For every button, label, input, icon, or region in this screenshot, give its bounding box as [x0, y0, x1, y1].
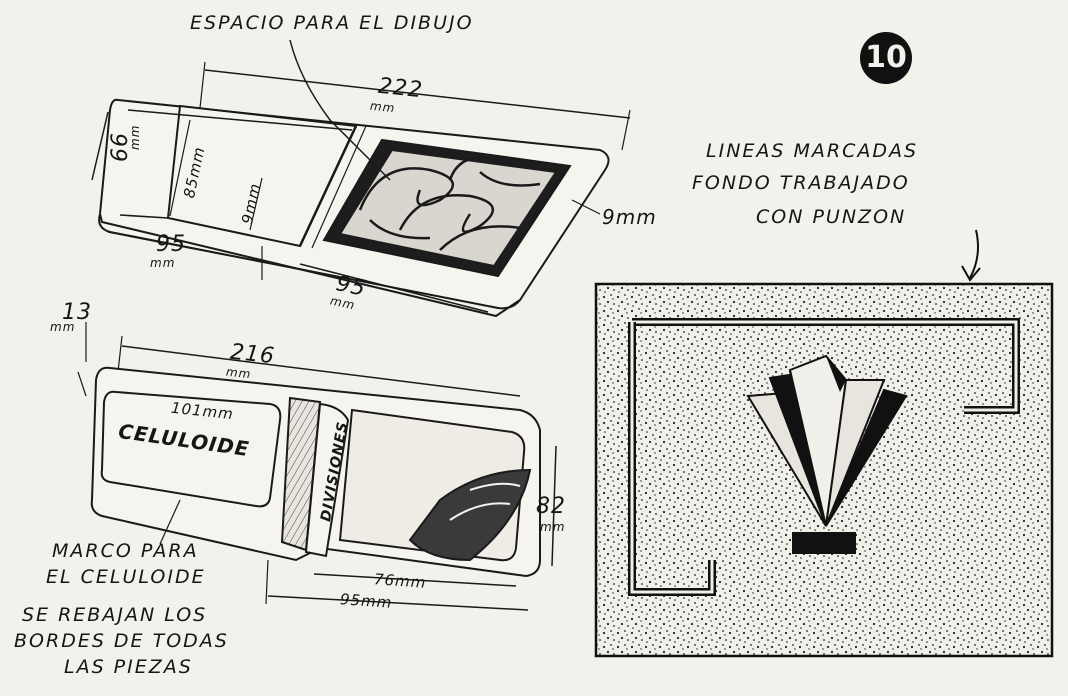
dim-82: 82 — [536, 494, 566, 519]
dim-222-unit: mm — [369, 98, 397, 116]
dim-66-unit: mm — [128, 124, 142, 150]
dim-76mm: 76mm — [373, 570, 427, 592]
frame-note-line1: MARCO PARA — [52, 540, 199, 562]
frame-note-line2: EL CELULOIDE — [46, 566, 206, 588]
dim-95mm-bottom: 95mm — [339, 590, 393, 612]
dim-13-unit: mm — [50, 320, 76, 334]
dim-95-left-unit: mm — [150, 256, 176, 270]
dim-82-unit: mm — [540, 520, 566, 534]
edges-note-line3: LAS PIEZAS — [64, 656, 193, 678]
punch-panel — [594, 229, 1054, 658]
panel-note-line2: FONDO TRABAJADO — [692, 172, 910, 194]
top-wallet-drawing — [91, 39, 631, 318]
edges-note-line2: BORDES DE TODAS — [14, 630, 229, 652]
dim-9mm-side: 9mm — [602, 205, 657, 229]
dim-216-unit: mm — [225, 364, 253, 382]
panel-note-line1: LINEAS MARCADAS — [706, 140, 919, 162]
panel-note-line3: CON PUNZON — [756, 206, 907, 228]
dim-13: 13 — [62, 300, 92, 325]
dim-222: 222 — [376, 73, 425, 104]
drawing-space-label: ESPACIO PARA EL DIBUJO — [190, 12, 474, 34]
dim-95-left: 95 — [156, 232, 186, 257]
edges-note-line1: SE REBAJAN LOS — [22, 604, 208, 626]
figure-number-badge: 10 — [860, 32, 912, 84]
